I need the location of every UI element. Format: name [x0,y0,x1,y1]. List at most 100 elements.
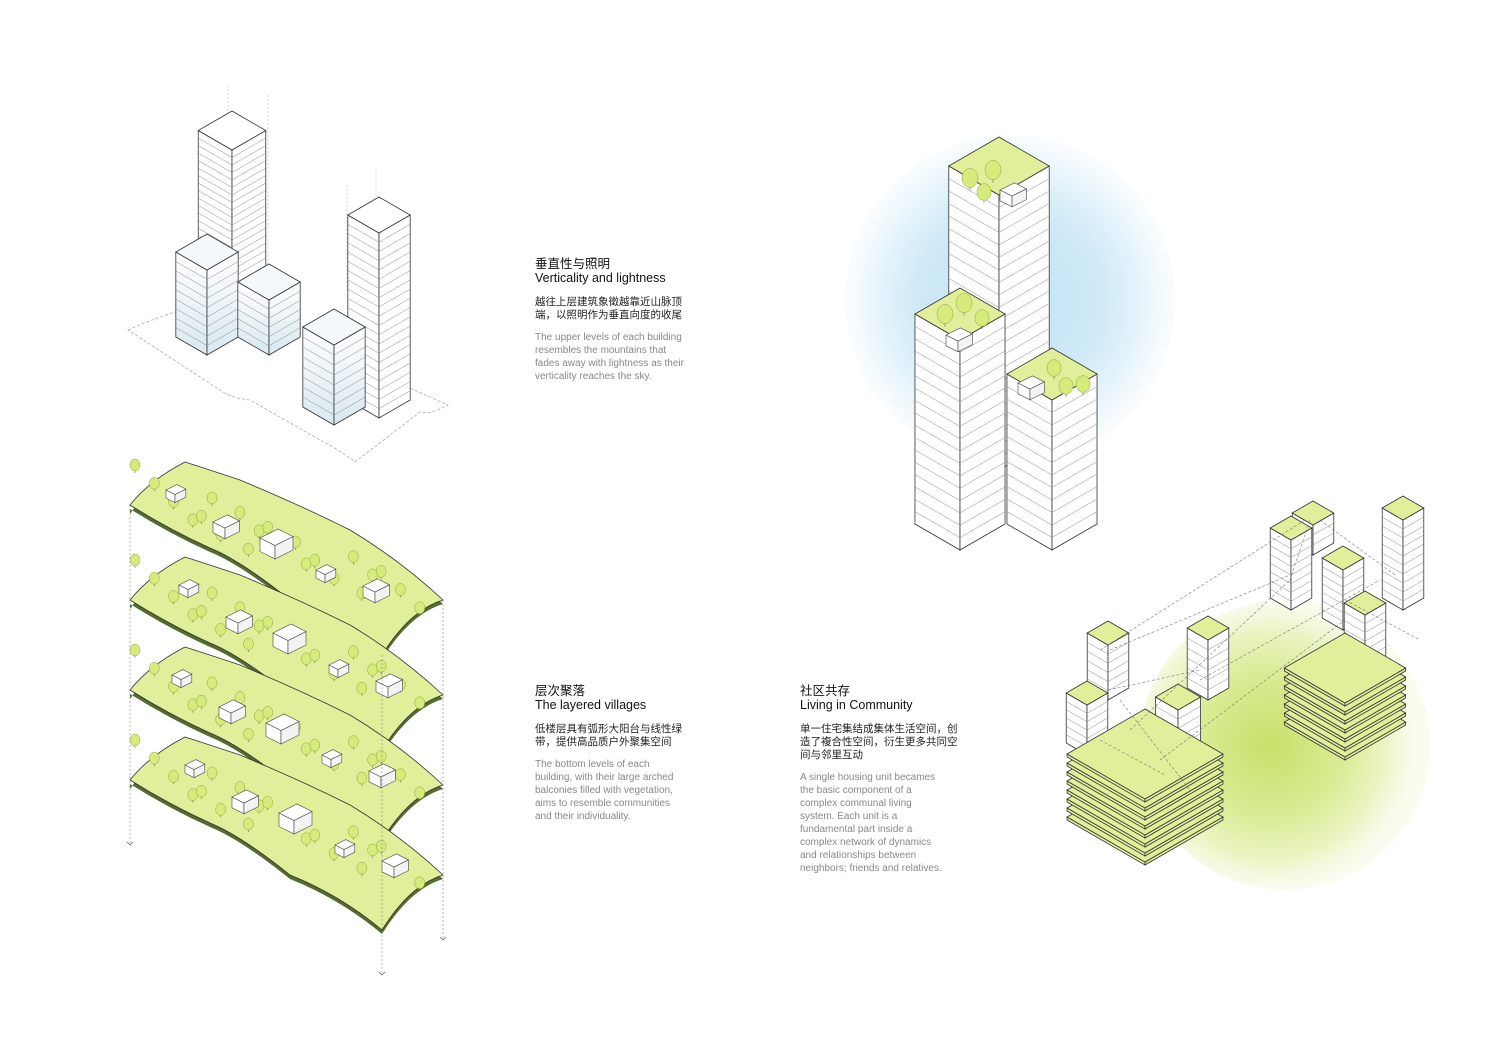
community-tower [1269,515,1313,611]
section-title-en: Verticality and lightness [535,271,666,285]
house-roof [265,713,300,731]
floor-line [1006,486,1098,513]
floor-line [1270,571,1312,585]
tree-crown [356,861,368,875]
village-layer [129,458,444,659]
arrow-down-icon [378,971,386,976]
section-body-zh: 单一住宅集结成集体生活空间，创造了複合性空间，衍生更多共同空间与邻里互动 [800,723,958,761]
tree-crown [168,770,179,783]
house-icon [171,669,193,689]
tree-crown [348,825,359,838]
building-roof [302,308,366,346]
house-roof [218,699,247,714]
tree-icon [1046,359,1062,380]
network-link-line [1319,519,1396,576]
tree-crown [309,648,321,662]
tree-crown [168,590,179,603]
floor-line [1270,554,1312,567]
floor-line [1322,574,1364,588]
tree-icon [149,661,160,677]
tree-crown [356,681,368,695]
floor-line [914,486,1006,514]
floor-line [175,317,239,337]
floor-line [198,220,266,241]
floor-line [1155,705,1201,720]
floor-line [175,289,239,309]
building-roof [1283,632,1407,704]
floor-line [1066,701,1108,714]
section-body-en: The upper levels of each building resemb… [535,332,684,382]
tree-icon [414,696,425,711]
rooftop-gardens [936,160,1091,401]
tree-icon [309,828,321,844]
tree-icon [936,304,954,327]
floor-line [302,336,366,356]
village-layer [129,733,444,934]
section-title-zh: 社区共存 [800,683,851,698]
tree-icon [375,840,387,855]
tower-podium [237,263,301,356]
tree-crown [243,637,254,651]
floor-line [1344,620,1386,633]
house-icon [381,853,410,879]
building-roof [1065,680,1109,706]
tree-crown [243,727,254,741]
network-link-line [1107,669,1201,691]
floor-line [1066,717,1108,731]
floor-line [347,261,411,280]
tree-icon [196,784,207,800]
network-link-line [1129,579,1291,731]
tree-crown [1058,377,1074,395]
house-icon [212,514,241,540]
floor-line [237,318,301,337]
floor-line [198,197,266,218]
section-title-zh: 层次聚落 [535,683,586,698]
tree-icon [984,160,1002,183]
floor-line [948,178,1050,208]
house-roof [231,789,260,804]
floor-line [302,386,366,406]
tree-icon [1075,375,1091,396]
house-icon [375,673,404,699]
floor-line [948,215,1050,246]
floor-line [347,233,411,252]
section-verticality: 垂直性与照明 Verticality and lightness 越往上层建筑象… [535,256,715,383]
tree-icon [168,770,179,785]
floor-line [175,308,239,327]
floor-line [1006,448,1098,476]
tree-icon [206,491,218,506]
floor-line [198,160,266,181]
house-icon [272,623,307,655]
tree-icon [262,796,273,811]
tree-icon [243,542,254,558]
building-roof [197,110,267,151]
floor-line [1006,461,1098,488]
house-roof [259,528,294,546]
floor-line [1382,561,1424,575]
tree-crown [375,660,387,673]
tree-crown [206,676,218,690]
tree-icon [215,803,226,818]
section-title-zh: 垂直性与照明 [535,256,611,271]
section-layered-villages: 层次聚落 The layered villages 低楼层具有弧形大阳台与线性绿… [535,683,715,823]
house-icon [178,579,200,599]
tree-crown [414,696,425,710]
floor-line [948,253,1050,283]
building-right-face [959,313,1006,551]
house-icon [362,578,391,604]
tree-icon [348,550,359,565]
building-roof [1154,683,1202,711]
floor-line [198,212,266,233]
floor-line [1087,678,1129,692]
floor-line [1382,516,1424,530]
tree-icon [309,648,321,664]
tree-icon [356,771,368,787]
tree-icon [414,601,425,616]
tree-icon [356,861,368,877]
house-icon [321,749,343,769]
tree-crown [348,645,359,658]
tree-icon [149,476,160,492]
floor-line [347,307,411,326]
tree-icon [243,817,254,833]
